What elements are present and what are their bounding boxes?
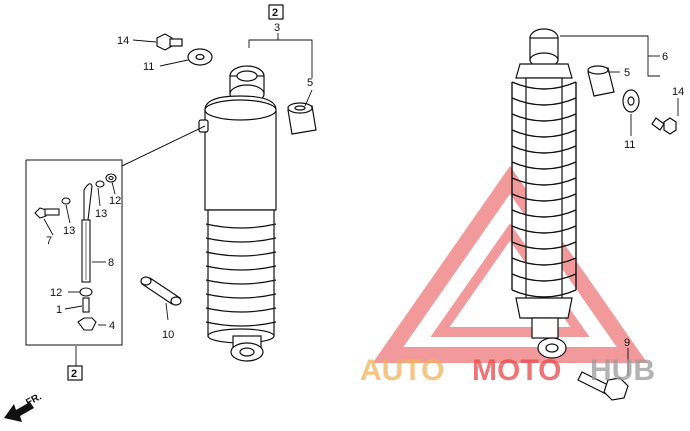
watermark-text: AUTO MOTO HUB	[360, 354, 655, 387]
callout-8: 8	[108, 257, 114, 269]
callout-14-right: 14	[672, 86, 684, 98]
callout-11-left: 11	[143, 61, 154, 73]
callout-7: 7	[46, 235, 52, 247]
callout-5-right: 5	[624, 67, 630, 79]
leader-lines	[43, 33, 679, 376]
right-shock-absorber	[511, 28, 577, 359]
bolt-left	[156, 33, 183, 51]
callout-4: 4	[109, 320, 115, 332]
hose-parts	[34, 173, 117, 331]
watermark-triangle	[372, 166, 648, 363]
bolt-right	[651, 117, 677, 135]
callout-6: 6	[662, 51, 668, 63]
callout-12-top: 12	[109, 195, 121, 207]
callout-10: 10	[162, 329, 174, 341]
callout-12-bottom: 12	[50, 287, 62, 299]
left-shock-absorber	[198, 65, 277, 362]
callout-2-bottom: 2	[71, 368, 77, 380]
front-direction-marker: FR.	[4, 391, 44, 422]
callout-14-left: 14	[117, 35, 129, 47]
watermark-part-moto: MOTO	[472, 354, 561, 387]
callout-1: 1	[56, 304, 62, 316]
callout-2-top: 2	[272, 7, 278, 19]
fr-label: FR.	[24, 391, 44, 408]
watermark-part-hub: HUB	[590, 354, 655, 387]
hose-subassembly-box	[25, 125, 206, 346]
callout-3: 3	[274, 22, 280, 34]
watermark-part-auto: AUTO	[360, 354, 444, 387]
washer-right	[622, 89, 640, 113]
callout-13-b: 13	[95, 208, 107, 220]
collar	[140, 276, 182, 306]
bushing-left	[287, 102, 317, 135]
mount-bolt	[577, 371, 629, 401]
callout-9: 9	[624, 337, 630, 349]
washer-left	[187, 48, 213, 66]
bushing-right	[587, 65, 615, 97]
callout-11-right: 11	[624, 139, 635, 151]
callout-labels: 2 3 14 11 5 7 13 13 12 8 12 1 4 10 2 6 5…	[46, 4, 684, 381]
callout-13-a: 13	[63, 225, 75, 237]
callout-box-2-bottom	[67, 365, 83, 381]
callout-box-2-top	[268, 4, 284, 20]
callout-5-left: 5	[307, 77, 313, 89]
